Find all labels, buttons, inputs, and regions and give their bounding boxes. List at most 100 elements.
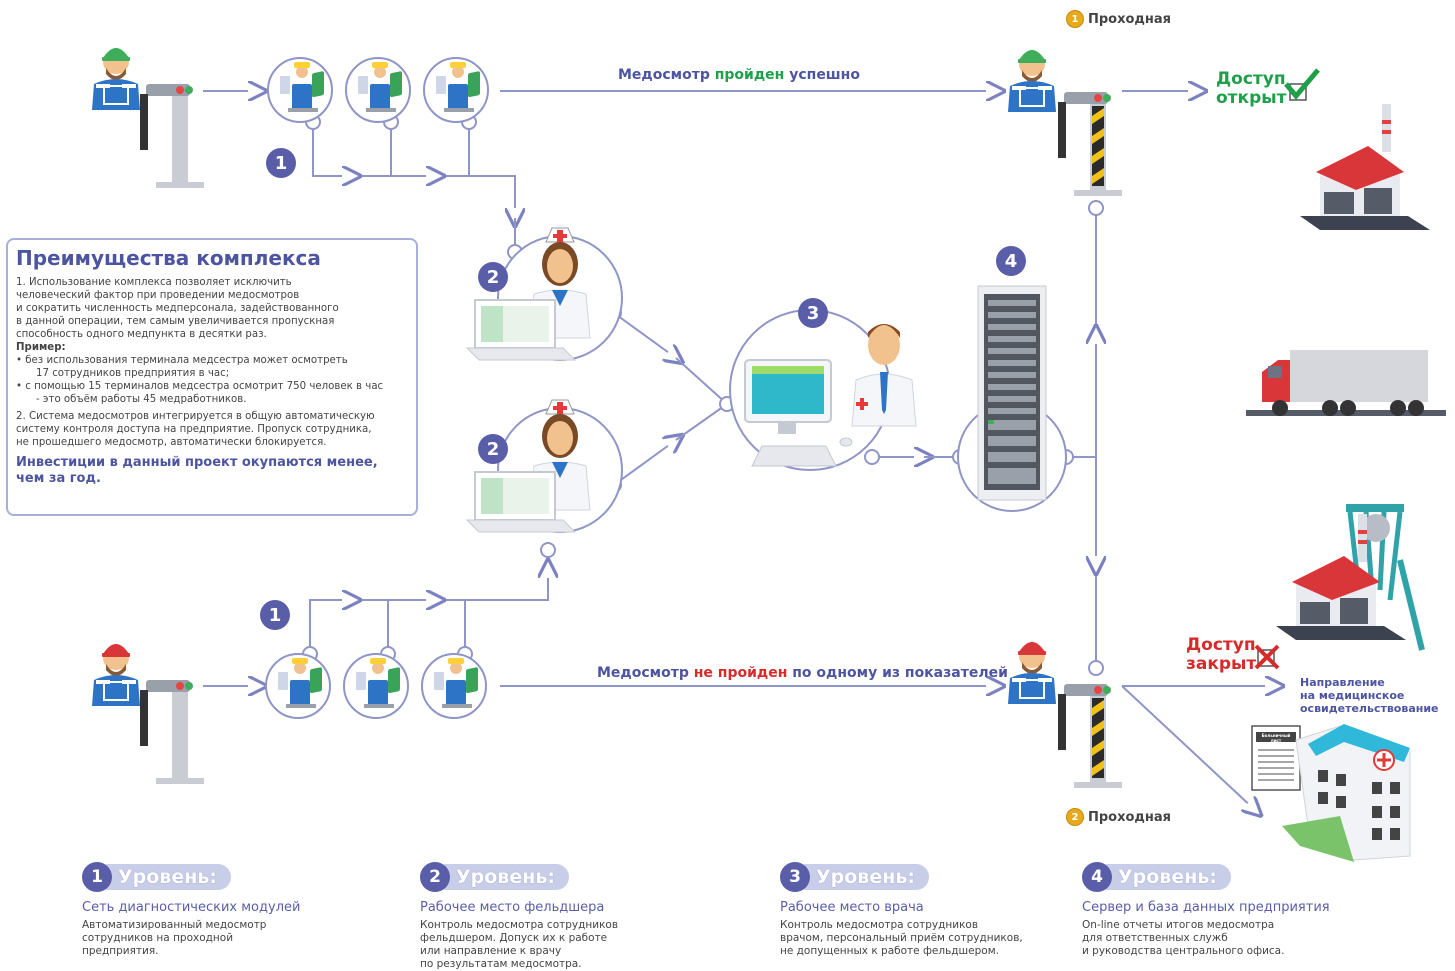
level-desc-line: Автоматизированный медосмотр bbox=[82, 919, 267, 931]
level-label: Уровень: bbox=[1106, 864, 1231, 890]
diagnostic-module-icon bbox=[421, 653, 487, 719]
referral-note: Направление на медицинское освидетельств… bbox=[1300, 676, 1439, 715]
advantages-line: человеческий фактор при проведении медос… bbox=[16, 290, 300, 301]
level-desc-line: On-line отчеты итогов медосмотра bbox=[1082, 919, 1275, 931]
access-line: Доступ bbox=[1216, 69, 1286, 89]
advantages-line: - это объём работы 45 медработников. bbox=[36, 394, 247, 405]
level-desc-line: и руководства центрального офиса. bbox=[1082, 945, 1285, 957]
advantages-title: Преимущества комплекса bbox=[16, 246, 321, 270]
level-1-description: Автоматизированный медосмотр сотрудников… bbox=[82, 919, 266, 958]
level-4-subtitle: Сервер и база данных предприятия bbox=[1082, 900, 1330, 915]
access-open-label: Доступ открыт bbox=[1216, 70, 1286, 108]
diagnostic-module-icon bbox=[343, 653, 409, 719]
level-4-description: On-line отчеты итогов медосмотра для отв… bbox=[1082, 919, 1284, 958]
advantages-line: систему контроля доступа на предприятие.… bbox=[16, 424, 372, 435]
checkmark-icon bbox=[1284, 68, 1320, 101]
badge-level-1: 1 bbox=[266, 148, 296, 178]
level-desc-line: для ответственных служб bbox=[1082, 932, 1228, 944]
cross-icon bbox=[1254, 644, 1280, 670]
hospital-icon bbox=[1251, 724, 1411, 862]
worker-icon bbox=[1007, 49, 1057, 113]
access-line: Доступ bbox=[1186, 635, 1256, 655]
factory-icon bbox=[1300, 104, 1430, 230]
checkpoint-text: Проходная bbox=[1088, 809, 1172, 825]
flow-label-passed: Медосмотр пройден успешно bbox=[618, 67, 860, 83]
flow-text: Медосмотр bbox=[597, 665, 694, 681]
level-label: Уровень: bbox=[444, 864, 569, 890]
referral-line: освидетельствование bbox=[1300, 702, 1439, 715]
badge-level-1: 1 bbox=[260, 600, 290, 630]
advantages-panel: Преимущества комплекса 1. Использование … bbox=[6, 238, 418, 516]
sick-leave-label: Больничный лист bbox=[1261, 733, 1291, 743]
advantages-example-heading: Пример: bbox=[16, 342, 66, 353]
advantages-line: 2. Система медосмотров интегрируется в о… bbox=[16, 411, 375, 422]
advantages-line: • без использования терминала медсестра … bbox=[16, 355, 348, 366]
referral-line: на медицинское bbox=[1300, 689, 1405, 702]
level-number: 4 bbox=[1082, 862, 1112, 892]
checkpoint-number: 1 bbox=[1066, 10, 1084, 28]
level-desc-line: врачом, персональный приём сотрудников, bbox=[780, 932, 1023, 944]
level-2-subtitle: Рабочее место фельдшера bbox=[420, 900, 605, 915]
flow-text: по одному из показателей bbox=[787, 665, 1008, 681]
level-number: 2 bbox=[420, 862, 450, 892]
badge-level-4: 4 bbox=[996, 246, 1026, 276]
connection-lines bbox=[203, 91, 1275, 810]
level-desc-line: сотрудников на проходной bbox=[82, 932, 234, 944]
level-4-pill: 4 Уровень: bbox=[1082, 862, 1231, 892]
advantages-line: в данной операции, тем самым увеличивает… bbox=[16, 316, 335, 327]
checkpoint-number: 2 bbox=[1066, 808, 1084, 826]
level-3-description: Контроль медосмотра сотрудников врачом, … bbox=[780, 919, 1023, 958]
advantages-footer-line: Инвестиции в данный проект окупаются мен… bbox=[16, 455, 378, 470]
level-desc-line: Контроль медосмотра сотрудников bbox=[420, 919, 619, 931]
mine-icon bbox=[1276, 504, 1425, 651]
badge-level-2: 2 bbox=[478, 434, 508, 464]
badge-level-2: 2 bbox=[478, 262, 508, 292]
turnstile-icon bbox=[1058, 684, 1122, 788]
level-3-subtitle: Рабочее место врача bbox=[780, 900, 924, 915]
level-1-pill: 1 Уровень: bbox=[82, 862, 231, 892]
level-desc-line: по результатам медосмотра. bbox=[420, 958, 582, 970]
worker-icon bbox=[91, 47, 141, 111]
level-label: Уровень: bbox=[804, 864, 929, 890]
diagnostic-module-icon bbox=[265, 653, 331, 719]
flow-status-bad: не пройден bbox=[693, 665, 788, 681]
advantages-line: способность одного медпункта в десятки р… bbox=[16, 329, 267, 340]
level-desc-line: фельдшером. Допуск их к работе bbox=[420, 932, 608, 944]
level-desc-line: предприятия. bbox=[82, 945, 159, 957]
advantages-footer-line: чем за год. bbox=[16, 471, 101, 486]
flow-text: успешно bbox=[784, 67, 860, 83]
level-desc-line: или направление к врачу bbox=[420, 945, 562, 957]
access-closed-label: Доступ закрыт bbox=[1186, 636, 1256, 674]
computer-icon bbox=[744, 359, 853, 467]
level-desc-line: Контроль медосмотра сотрудников bbox=[780, 919, 979, 931]
worker-icon bbox=[1007, 641, 1057, 705]
level-desc-line: не допущенных к работе фельдшером. bbox=[780, 945, 999, 957]
flow-label-failed: Медосмотр не пройден по одному из показа… bbox=[597, 665, 1008, 681]
advantages-footer: Инвестиции в данный проект окупаются мен… bbox=[16, 455, 408, 487]
flow-text: Медосмотр bbox=[618, 67, 715, 83]
level-number: 1 bbox=[82, 862, 112, 892]
truck-icon bbox=[1246, 350, 1446, 416]
badge-level-3: 3 bbox=[798, 298, 828, 328]
level-2-description: Контроль медосмотра сотрудников фельдшер… bbox=[420, 919, 618, 971]
checkpoint-1-label: 1 Проходная bbox=[1066, 10, 1171, 28]
worker-icon bbox=[91, 643, 141, 707]
level-3-pill: 3 Уровень: bbox=[780, 862, 929, 892]
advantages-line: 1. Использование комплекса позволяет иск… bbox=[16, 277, 292, 288]
turnstile-icon bbox=[140, 680, 204, 784]
flow-status-ok: пройден bbox=[714, 67, 785, 83]
advantages-line: • с помощью 15 терминалов медсестра осмо… bbox=[16, 381, 384, 392]
checkpoint-2-label: 2 Проходная bbox=[1066, 808, 1171, 826]
advantages-line: не прошедшего медосмотр, автоматически б… bbox=[16, 437, 327, 448]
turnstile-icon bbox=[1058, 92, 1122, 196]
turnstile-icon bbox=[140, 84, 204, 188]
checkpoint-text: Проходная bbox=[1088, 11, 1172, 27]
referral-line: Направление bbox=[1300, 676, 1385, 689]
level-number: 3 bbox=[780, 862, 810, 892]
advantages-line: 17 сотрудников предприятия в час; bbox=[36, 368, 230, 379]
level-1-subtitle: Сеть диагностических модулей bbox=[82, 900, 301, 915]
diagnostic-module-icon bbox=[423, 57, 489, 123]
advantages-line: и сократить численность медперсонала, за… bbox=[16, 303, 339, 314]
access-line: закрыт bbox=[1186, 654, 1257, 674]
